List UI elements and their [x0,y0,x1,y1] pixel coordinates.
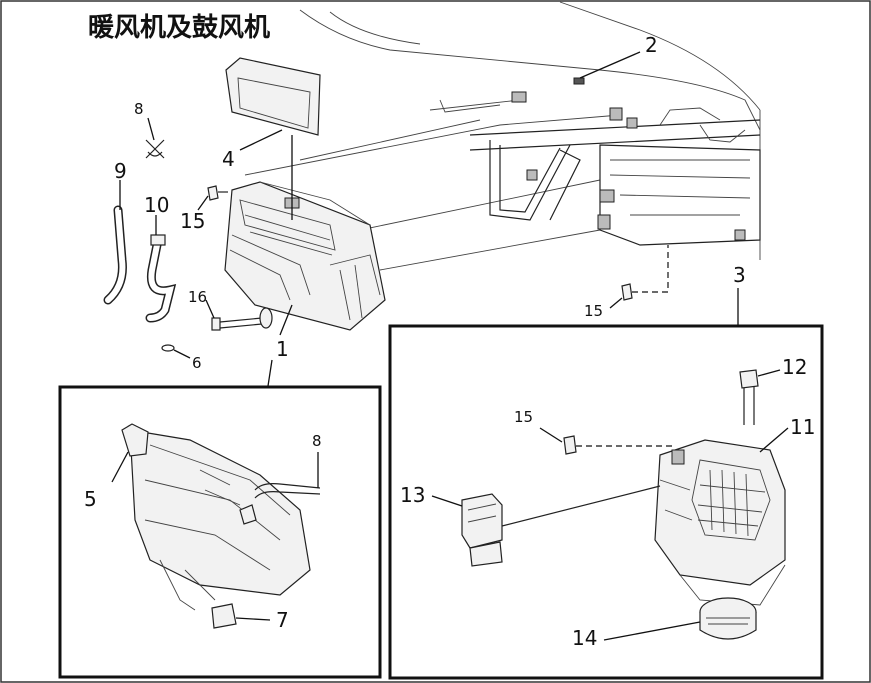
heater-hose-9 [103,180,127,305]
callout-15-right: 15 [584,302,603,320]
callout-10: 10 [144,193,169,217]
clip-6 [161,344,191,359]
hose-clamp-8 [145,117,165,159]
callout-14: 14 [572,626,597,650]
clip-2 [573,51,641,85]
cabin-filter [225,57,321,220]
callout-2: 2 [645,33,658,57]
callout-15-box: 15 [514,408,533,426]
fastener-15-left [197,185,228,211]
heater-detail-box [58,385,382,679]
leader-1-up [279,304,293,336]
callout-15-left: 15 [180,209,205,233]
callout-13: 13 [400,483,425,507]
callout-6: 6 [192,354,202,372]
blower-detail-box [388,324,824,680]
callout-7: 7 [276,608,289,632]
callout-8-box: 8 [312,432,322,450]
callout-4: 4 [222,147,235,171]
blower-detail [431,369,789,641]
callout-1: 1 [276,337,289,361]
callout-16: 16 [188,288,207,306]
fastener-15-right [609,245,669,309]
leader-1 [267,359,273,387]
callout-3: 3 [733,263,746,287]
leader-4 [239,129,283,151]
diagram-title: 暖风机及鼓风机 [88,13,270,43]
callout-11: 11 [790,415,815,439]
drain-hose-16 [205,299,273,331]
callout-12: 12 [782,355,807,379]
cross-beam [469,91,761,246]
callout-9: 9 [114,159,127,183]
heater-hose-10 [145,215,177,323]
callout-8-top: 8 [134,100,144,118]
heater-detail [111,423,321,629]
heater-unit [224,181,386,331]
callout-5: 5 [84,487,97,511]
